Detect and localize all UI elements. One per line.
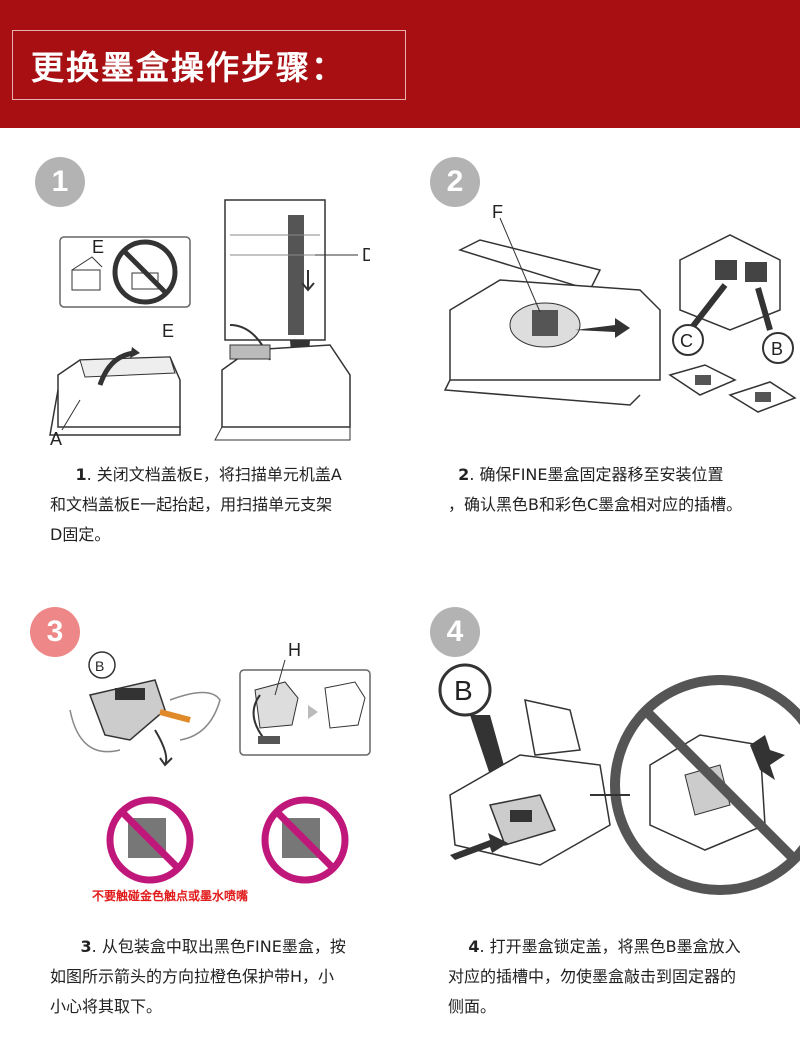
step-1-illustration: E E A D — [49, 199, 370, 449]
step-4-badge: 4 — [430, 607, 480, 657]
step-4-num: 4 — [468, 937, 480, 956]
label-c: C — [680, 331, 693, 351]
step-3-line-1: . 从包装盒中取出黑色FINE墨盒，按 — [91, 937, 346, 956]
step-2-caption: 2. 确保FINE墨盒固定器移至安装位置 ，确认黑色B和彩色C墨盒相对应的插槽。 — [448, 460, 798, 520]
step-4-line-2: 对应的插槽中，勿使墨盒敲击到固定器的 — [448, 967, 737, 986]
step-1-badge: 1 — [35, 157, 85, 207]
step-1-line-1: . 关闭文档盖板E，将扫描单元机盖A — [86, 465, 342, 484]
caption-line: 3. 从包装盒中取出黑色FINE墨盒，按 — [50, 932, 395, 962]
step-2-illustration: F C B — [443, 202, 797, 413]
step-2-line-2: ，确认黑色B和彩色C墨盒相对应的插槽。 — [448, 495, 743, 514]
page-header: 更换墨盒操作步骤： — [0, 0, 800, 128]
caption-line: 1. 关闭文档盖板E，将扫描单元机盖A — [50, 460, 390, 490]
step-4-caption: 4. 打开墨盒锁定盖，将黑色B墨盒放入 对应的插槽中，勿使墨盒敲击到固定器的 侧… — [448, 932, 798, 1022]
step-2-badge: 2 — [430, 157, 480, 207]
caption-line: 4. 打开墨盒锁定盖，将黑色B墨盒放入 — [448, 932, 798, 962]
label-d: D — [362, 245, 370, 265]
step-1-line-2: 和文档盖板E一起抬起，用扫描单元支架 — [50, 495, 333, 514]
step-2-line-1: . 确保FINE墨盒固定器移至安装位置 — [469, 465, 724, 484]
step-1-caption: 1. 关闭文档盖板E，将扫描单元机盖A 和文档盖板E一起抬起，用扫描单元支架 D… — [50, 460, 390, 550]
step-4-illustration: B — [438, 663, 800, 895]
label-h: H — [288, 640, 301, 660]
step-3-caption: 3. 从包装盒中取出黑色FINE墨盒，按 如图所示箭头的方向拉橙色保护带H，小 … — [50, 932, 395, 1022]
step-2-num: 2 — [458, 465, 470, 484]
page-title: 更换墨盒操作步骤： — [31, 48, 346, 87]
label-e-top: E — [92, 237, 104, 257]
step-4-line-1: . 打开墨盒锁定盖，将黑色B墨盒放入 — [479, 937, 741, 956]
label-a: A — [50, 429, 62, 449]
label-b-step3: B — [95, 658, 104, 674]
label-b-step4: B — [454, 675, 473, 706]
step-1-line-3: D固定。 — [50, 525, 111, 544]
step-4-line-3: 侧面。 — [448, 997, 497, 1016]
label-e-printer: E — [162, 321, 174, 341]
step-1-num: 1 — [75, 465, 87, 484]
step-3-line-3: 小心将其取下。 — [50, 997, 163, 1016]
step-3-num: 3 — [80, 937, 92, 956]
title-box: 更换墨盒操作步骤： — [12, 30, 406, 100]
label-f: F — [492, 202, 503, 222]
label-b-step2: B — [771, 339, 783, 359]
warning-text: 不要触碰金色触点或墨水喷嘴 — [92, 889, 249, 903]
step-3-line-2: 如图所示箭头的方向拉橙色保护带H，小 — [50, 967, 335, 986]
step-3-illustration: B H — [69, 640, 371, 884]
step-3-badge: 3 — [30, 607, 80, 657]
caption-line: 2. 确保FINE墨盒固定器移至安装位置 — [448, 460, 798, 490]
